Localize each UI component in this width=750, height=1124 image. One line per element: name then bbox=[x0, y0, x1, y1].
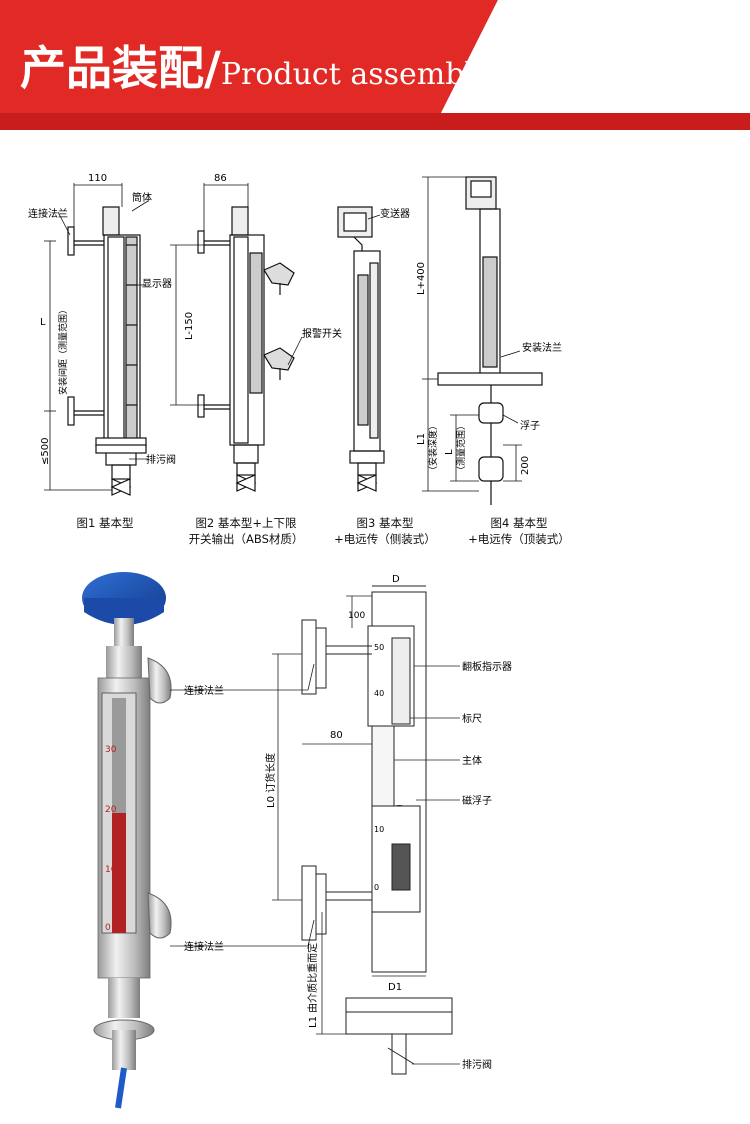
installation-drawings: 110 筒体 连接法兰 显示器 L 安装间距（测量范围） ≤500 排污阀 86… bbox=[28, 173, 562, 505]
scale-10: 10 bbox=[374, 825, 384, 834]
caption-fig3-line1: 图3 基本型 bbox=[356, 516, 414, 530]
fig1-dim-L: L bbox=[40, 317, 46, 328]
installation-drawings-panel: 110 筒体 连接法兰 显示器 L 安装间距（测量范围） ≤500 排污阀 86… bbox=[8, 145, 742, 553]
photo-scale-10: 10 bbox=[105, 865, 117, 875]
fig4-drawing bbox=[422, 176, 543, 505]
caption-fig4-line1: 图4 基本型 bbox=[490, 516, 548, 530]
fig1-dim-width: 110 bbox=[88, 173, 107, 184]
fig1-drain-label: 排污阀 bbox=[146, 453, 176, 466]
fig4-dim-200: 200 bbox=[520, 456, 531, 475]
caption-fig2-line2: 开关输出（ABS材质） bbox=[188, 532, 304, 546]
fig1-drawing bbox=[44, 183, 149, 496]
fig1-indicator-label: 显示器 bbox=[142, 278, 172, 290]
fig4-dim-L400: L+400 bbox=[416, 262, 427, 295]
dim-80: 80 bbox=[330, 730, 343, 741]
caption-fig4-line2: +电远传（顶装式） bbox=[468, 532, 570, 546]
scale-50: 50 bbox=[374, 643, 384, 652]
label-magnetic-float: 磁浮子 bbox=[462, 794, 492, 807]
label-body: 主体 bbox=[462, 755, 482, 767]
photo-scale-30: 30 bbox=[105, 745, 117, 755]
banner-white-area bbox=[440, 0, 750, 115]
fig3-drawing bbox=[337, 206, 385, 492]
product-photo bbox=[82, 572, 172, 1109]
label-flip-indicator: 翻板指示器 bbox=[462, 660, 512, 673]
title-cn: 产品装配/ bbox=[20, 41, 221, 95]
caption-fig1-line1: 图1 基本型 bbox=[76, 516, 134, 530]
caption-fig2: 图2 基本型+上下限开关输出（ABS材质） bbox=[176, 515, 316, 547]
fig2-dim-width: 86 bbox=[214, 173, 227, 184]
caption-fig3-line2: +电远传（侧装式） bbox=[334, 532, 436, 546]
title-en: Product assembly bbox=[220, 57, 491, 92]
fig2-drawing bbox=[170, 183, 303, 492]
banner-red-band bbox=[0, 113, 750, 130]
fig4-dim-L1: L1 bbox=[416, 433, 427, 445]
fig1-left-label: 安装间距（测量范围） bbox=[57, 305, 69, 395]
photo-scale-20: 20 bbox=[105, 805, 117, 815]
fig1-flange-label: 连接法兰 bbox=[28, 207, 68, 220]
fig4-flange-label: 安装法兰 bbox=[522, 341, 562, 354]
structure-panel: 30 20 10 0 bbox=[8, 568, 742, 1124]
scale-0: 0 bbox=[374, 883, 379, 892]
structure-schematic bbox=[170, 585, 460, 1075]
fig1-bottom-dim: ≤500 bbox=[40, 438, 51, 465]
label-flange-bottom: 连接法兰 bbox=[184, 940, 224, 953]
banner-red-shape bbox=[0, 0, 498, 115]
label-order-length: L0 订货长度 bbox=[264, 753, 277, 808]
fig3-transmitter-label: 变送器 bbox=[380, 207, 410, 220]
structure-drawing: 30 20 10 0 bbox=[82, 572, 512, 1109]
page-title: 产品装配/Product assembly bbox=[20, 32, 491, 98]
caption-fig1: 图1 基本型 bbox=[60, 515, 150, 531]
scale-40: 40 bbox=[374, 689, 384, 698]
fig4-dim-L: L bbox=[444, 449, 455, 455]
fig4-float-label: 浮子 bbox=[520, 420, 540, 432]
caption-fig3: 图3 基本型 +电远传（侧装式） bbox=[320, 515, 450, 547]
label-drain: 排污阀 bbox=[462, 1058, 492, 1071]
caption-fig2-line1: 图2 基本型+上下限 bbox=[195, 516, 297, 530]
fig1-tube-label: 筒体 bbox=[132, 191, 152, 204]
label-ruler: 标尺 bbox=[462, 713, 482, 725]
label-L1-medium: L1 由介质比重而定 bbox=[306, 943, 319, 1028]
label-D1: D1 bbox=[388, 982, 402, 993]
dim-D: D bbox=[392, 574, 400, 585]
photo-scale-0: 0 bbox=[105, 923, 111, 933]
label-flange-top: 连接法兰 bbox=[184, 684, 224, 697]
fig4-install-depth: （安装深度） bbox=[427, 421, 439, 475]
dim-100: 100 bbox=[348, 611, 365, 621]
caption-fig4: 图4 基本型 +电远传（顶装式） bbox=[454, 515, 584, 547]
fig4-measure-range: （测量范围） bbox=[455, 421, 467, 475]
fig2-dim-L150: L-150 bbox=[184, 312, 195, 340]
fig2-switch-label: 报警开关 bbox=[302, 327, 342, 340]
